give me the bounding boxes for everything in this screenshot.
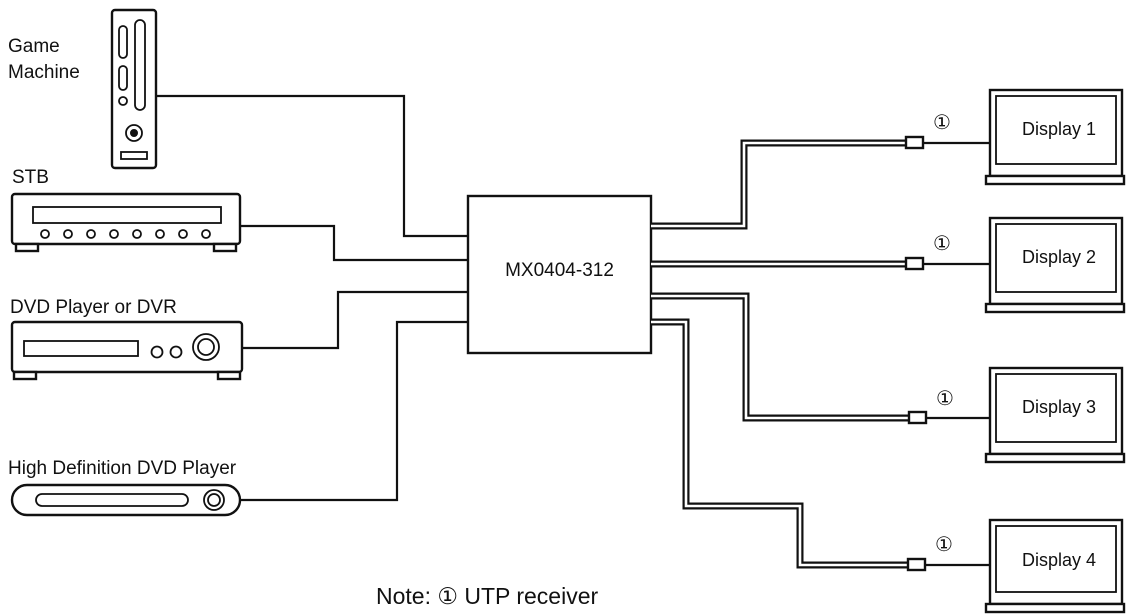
game-machine-label: Game Machine <box>8 36 80 83</box>
game-machine-label-line2: Machine <box>8 62 80 83</box>
utp-cable-1 <box>651 139 908 230</box>
game-machine-icon <box>110 8 158 170</box>
dvd-player-icon <box>10 320 244 381</box>
stb-label: STB <box>12 167 49 188</box>
receiver-marks: ① ① ① ① <box>933 112 954 556</box>
wire-hd-dvd <box>240 320 468 502</box>
receiver-mark-3: ① <box>936 388 954 410</box>
display-2: Display 2 <box>984 216 1126 314</box>
receiver-mark-1: ① <box>933 112 951 134</box>
display-3: Display 3 <box>984 366 1126 464</box>
utp-receiver-4 <box>906 557 927 572</box>
display-4-label: Display 4 <box>1022 550 1096 570</box>
wire-stb <box>240 224 468 262</box>
utp-receiver-1 <box>904 135 925 150</box>
utp-cable-3 <box>651 292 911 422</box>
receiver-mark-2: ① <box>933 233 951 255</box>
matrix-switcher: MX0404-312 <box>466 194 653 355</box>
utp-receivers <box>904 135 928 572</box>
dvd-player-label: DVD Player or DVR <box>10 297 177 318</box>
matrix-switcher-label: MX0404-312 <box>505 260 614 281</box>
hd-dvd-player-icon <box>10 483 242 517</box>
utp-cables <box>651 139 911 569</box>
display-2-label: Display 2 <box>1022 247 1096 267</box>
display-1: Display 1 <box>984 88 1126 186</box>
display-3-label: Display 3 <box>1022 397 1096 417</box>
receiver-mark-4: ① <box>935 534 953 556</box>
display-1-label: Display 1 <box>1022 119 1096 139</box>
display-4: Display 4 <box>984 518 1126 614</box>
utp-cable-4 <box>651 318 910 569</box>
stb-icon <box>10 192 242 253</box>
hd-dvd-player-label: High Definition DVD Player <box>8 458 237 479</box>
wire-dvd <box>242 290 468 350</box>
wire-game-machine <box>156 94 468 238</box>
utp-receiver-3 <box>907 410 928 425</box>
utp-receiver-2 <box>904 256 925 271</box>
display-wires <box>923 141 990 567</box>
note-text: Note: ① UTP receiver <box>376 583 598 609</box>
game-machine-label-line1: Game <box>8 36 60 57</box>
input-wires <box>156 94 468 502</box>
